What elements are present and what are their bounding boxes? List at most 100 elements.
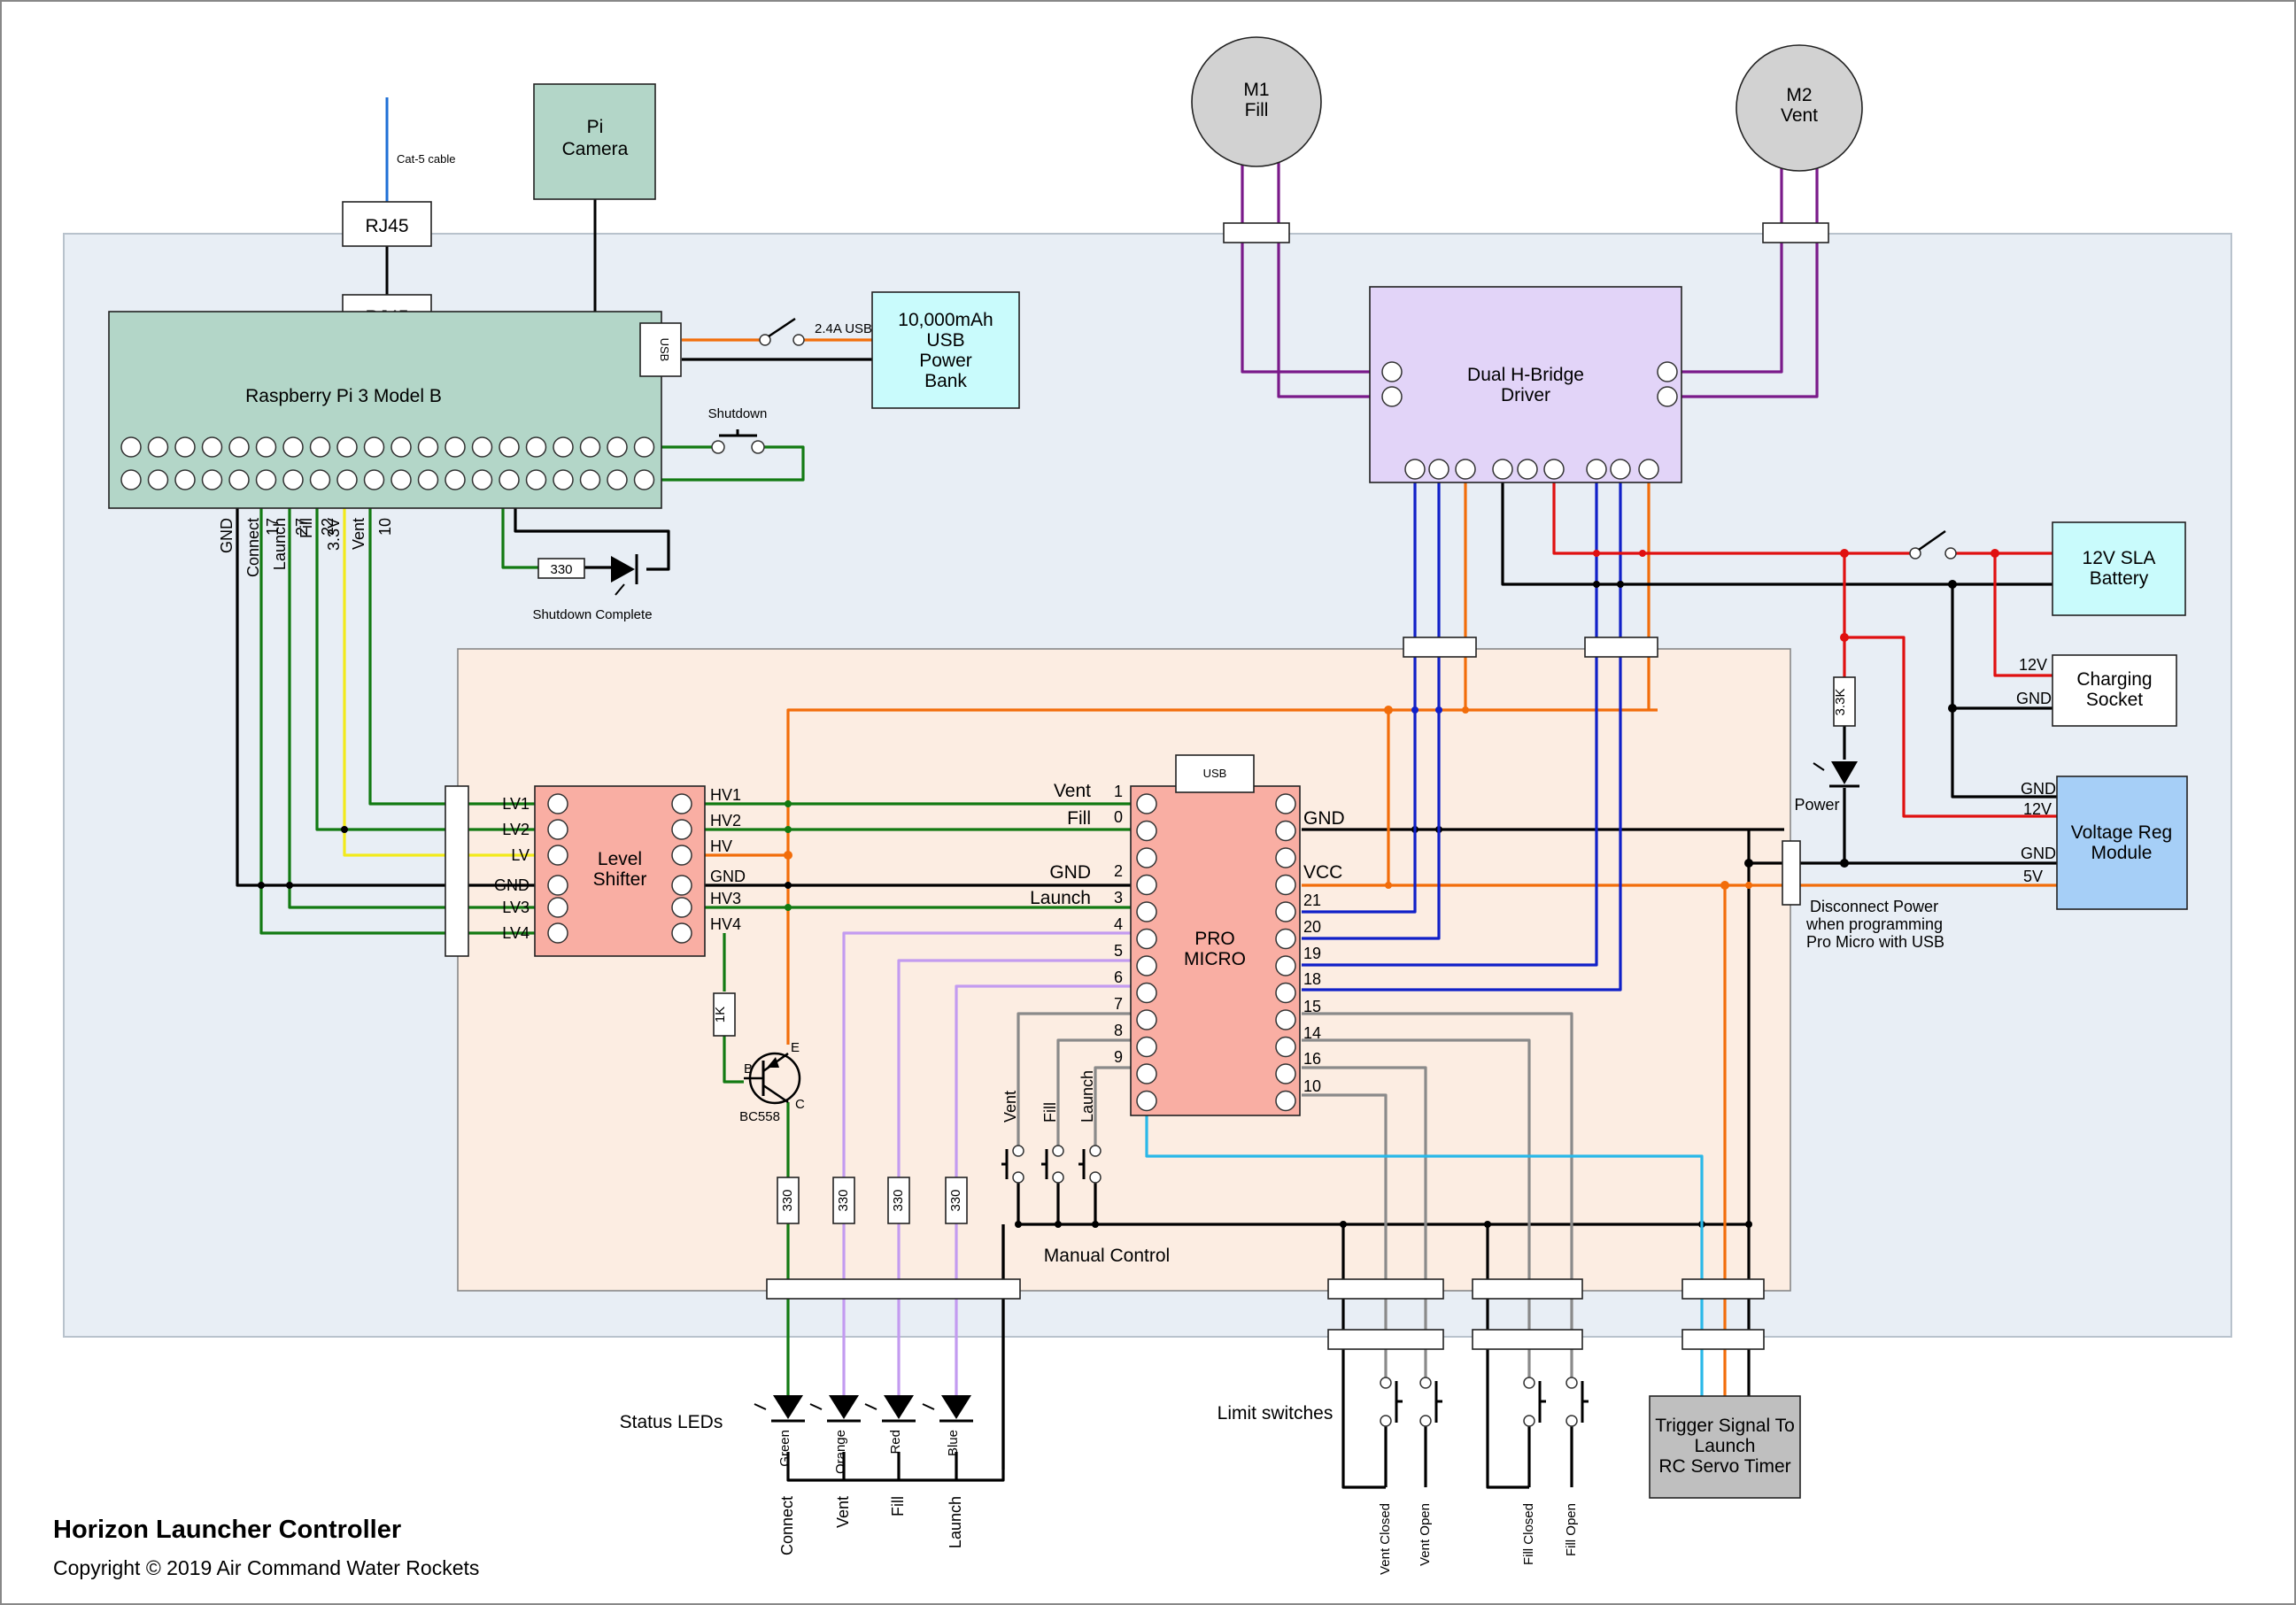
wire-btn-launch: [1094, 1066, 1142, 1151]
diagram-title: Horizon Launcher Controller: [53, 1516, 401, 1544]
power-resistor: [1833, 676, 1856, 727]
ls-hv-label: GND: [710, 868, 746, 885]
raspberry-pi-label: Raspberry Pi 3 Model B: [245, 386, 442, 406]
pm-left-pin: [1136, 982, 1157, 1004]
diagram-copyright: Copyright © 2019 Air Command Water Rocke…: [53, 1556, 479, 1579]
transistor-e-label: E: [791, 1040, 800, 1055]
pi-gpio-label: 3.3V: [325, 518, 343, 551]
gpio-pin: [201, 436, 223, 458]
gpio-pin: [120, 469, 142, 490]
pm-left-pin: [1136, 1090, 1157, 1112]
pm-left-pin: [1136, 1063, 1157, 1084]
gpio-pin: [417, 436, 439, 458]
battery-switch: [1909, 529, 1957, 559]
motor-m1-label-2: Fill: [1245, 100, 1269, 120]
pm-right-pin: [1275, 1063, 1296, 1084]
pm-right-pin: [1275, 901, 1296, 922]
status-led-color-label: Green: [777, 1430, 792, 1467]
gpio-pin: [255, 469, 277, 490]
pm-right-pin: [1275, 820, 1296, 842]
pm-left-label: Launch: [1030, 888, 1091, 908]
shutdown-resistor: [537, 558, 585, 579]
pm-left-pin: [1136, 847, 1157, 868]
ls-hv-label: HV4: [710, 915, 741, 933]
status-led: [884, 1395, 914, 1419]
pm-left-pin-number: 0: [1114, 808, 1123, 826]
limit-switch-contact: [1523, 1377, 1535, 1389]
ls-hv-pin: [671, 845, 692, 866]
button-contact: [1089, 1171, 1102, 1184]
status-led-color-label: Blue: [946, 1430, 961, 1456]
trigger-connector-2: [1681, 1329, 1765, 1350]
disconnect-label-1: Disconnect Power: [1810, 898, 1938, 915]
shutdown-resistor-label: 330: [550, 562, 572, 577]
pm-left-pin: [1136, 1009, 1157, 1030]
gpio-pin: [336, 469, 358, 490]
wire-junctions-ls: [784, 800, 792, 911]
pm-left-pin-number: 4: [1114, 915, 1123, 933]
wire-hv4-base: [723, 933, 744, 1084]
pm-left-pin: [1136, 793, 1157, 814]
ls-hv-label: HV1: [710, 786, 741, 804]
pi-gpio-label: Connect: [244, 518, 262, 577]
wire-hbridge-21: [1302, 469, 1417, 914]
wire-3v3: [343, 480, 536, 857]
status-led-function-label: Connect: [778, 1496, 796, 1555]
cat5-label: Cat-5 cable: [397, 152, 455, 166]
status-led-color-label: Orange: [833, 1430, 848, 1474]
led-resistor-label: 330: [780, 1189, 795, 1211]
power-led: [1813, 761, 1859, 788]
gpio-pin: [390, 469, 412, 490]
limit-switch-contact: [1523, 1415, 1535, 1427]
ls-hv-label: HV3: [710, 890, 741, 907]
charging-gnd-label: GND: [2016, 690, 2052, 707]
motor-m1-label-1: M1: [1243, 80, 1269, 100]
pi-gpio-label: 17: [264, 518, 282, 536]
limit-switch-label: Fill Open: [1564, 1503, 1579, 1556]
pm-left-pin-number: 7: [1114, 995, 1123, 1013]
wire-5v-rail: [786, 708, 1658, 1045]
gpio-pin: [255, 436, 277, 458]
gpio-pin: [471, 469, 493, 490]
shutdown-led-green: [501, 480, 538, 569]
gpio-pin: [471, 436, 493, 458]
pi-gpio-label: 10: [376, 518, 394, 536]
wire-btn-gnd: [1001, 1177, 1749, 1470]
led-resistor-label: 330: [836, 1189, 851, 1211]
wire-led-gnd: [786, 1224, 1005, 1482]
pm-left-pin-number: 2: [1114, 862, 1123, 880]
power-bank-label-3: Power: [919, 351, 972, 371]
shutdown-complete-label: Shutdown Complete: [532, 607, 652, 622]
gpio-pin: [633, 469, 655, 490]
pm-right-pin-number: 18: [1303, 970, 1321, 988]
wire-limit-gnd: [1341, 1224, 1529, 1489]
pro-micro-usb: [1175, 754, 1255, 793]
gpio-pin: [309, 469, 331, 490]
wire-junctions-btn: [1015, 1221, 1752, 1228]
pro-micro-pins: 1023456789VentFillGNDLaunchGNDVCC2120191…: [1030, 781, 1345, 1112]
battery-label-1: 12V SLA: [2083, 548, 2156, 568]
pm-right-pin-number: 16: [1303, 1050, 1321, 1068]
pm-left-pin-number: 6: [1114, 968, 1123, 986]
limit-vent-connector-2: [1327, 1329, 1444, 1350]
pm-right-pin-number: 19: [1303, 945, 1321, 962]
pm-left-pin: [1136, 928, 1157, 950]
status-led: [773, 1395, 803, 1419]
wire-led-orange: [842, 931, 1142, 1403]
pm-left-pin-number: 8: [1114, 1022, 1123, 1039]
ls-hv-pin: [671, 875, 692, 896]
gpio-pin: [309, 436, 331, 458]
ls-hv-label: HV: [710, 837, 732, 855]
ls-hv-pin: [671, 897, 692, 918]
dual-hbridge-driver: [1369, 286, 1682, 483]
ls-hv-pin: [671, 793, 692, 814]
hbridge-connector-b: [1584, 637, 1658, 658]
pm-left-pin: [1136, 901, 1157, 922]
pm-right-pin-number: 10: [1303, 1077, 1321, 1095]
motor-m2-label-2: Vent: [1781, 105, 1818, 126]
led-resistor-label: 330: [948, 1189, 963, 1211]
wire-junctions-pm: [1385, 826, 1849, 890]
